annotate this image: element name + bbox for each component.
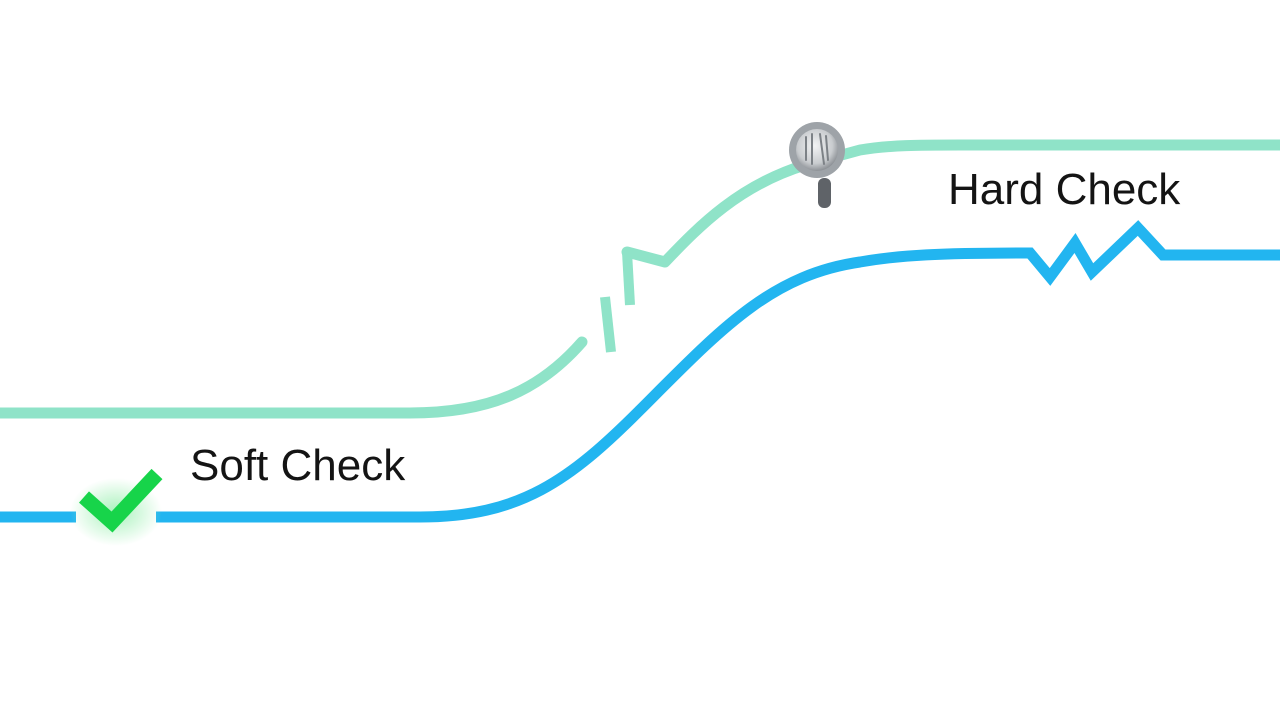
magnifier-reflection: [805, 133, 829, 165]
soft-line-segment-main: [156, 220, 1280, 523]
hard-line-break-dash-2: [622, 251, 635, 306]
magnifier-lens: [796, 129, 838, 171]
magnifier-handle: [818, 178, 831, 208]
soft-check-label: Soft Check: [190, 441, 406, 490]
hard-line-segment-lower: [0, 336, 588, 419]
checkmark-shape: [79, 468, 163, 533]
magnifying-glass-icon: [789, 122, 845, 208]
checkmark-icon: [70, 468, 163, 546]
hard-line-break-dash-1: [600, 296, 616, 353]
hard-check-label: Hard Check: [948, 165, 1181, 214]
soft-check-line: [0, 220, 1280, 523]
